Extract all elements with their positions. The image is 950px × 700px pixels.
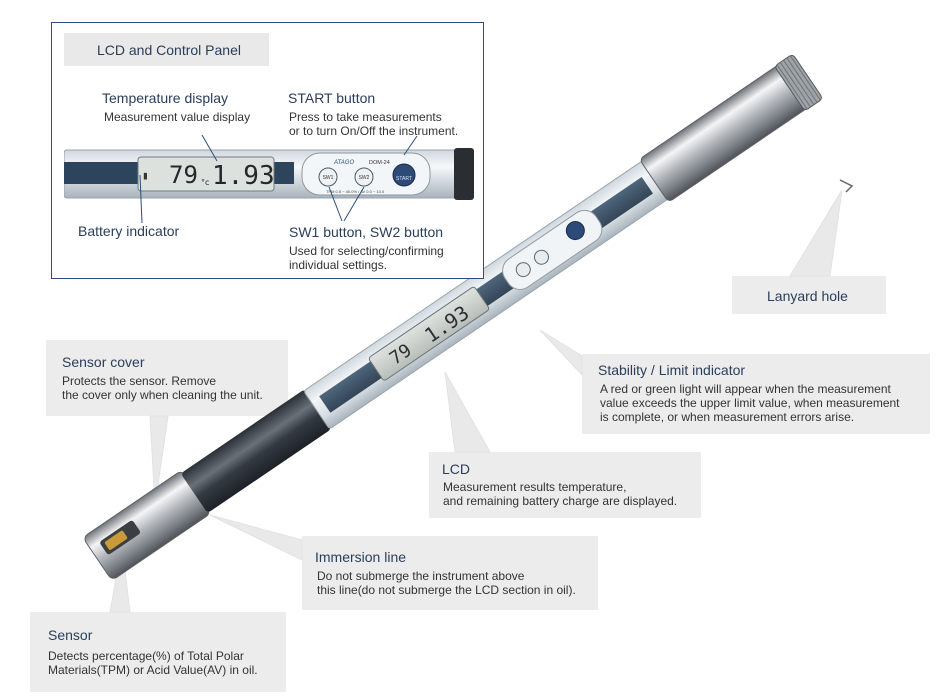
immersion-line-desc: Do not submerge the instrument above thi… — [317, 569, 576, 597]
instrument-body: 79 1.93 — [84, 54, 822, 579]
inset-pointers — [139, 134, 418, 224]
sw1-button[interactable] — [318, 167, 338, 187]
lanyard-hole-callout — [732, 276, 886, 314]
sensor-cover-title: Sensor cover — [62, 354, 145, 370]
sensor-title: Sensor — [48, 627, 93, 643]
lcd-value: 1.93 — [212, 161, 275, 191]
stability-title: Stability / Limit indicator — [598, 362, 746, 378]
stability-desc: A red or green light will appear when th… — [600, 382, 900, 424]
model-label: DOM-24 — [369, 160, 390, 166]
sw-buttons-desc: Used for selecting/confirming individual… — [289, 244, 444, 272]
immersion-line-callout — [302, 536, 598, 610]
temperature-display-title: Temperature display — [102, 90, 229, 106]
device-closeup: ▮ 79 °c 1.93 ATAGO DOM-24 SW1 SW2 START … — [64, 148, 474, 200]
temperature-display-desc: Measurement value display — [104, 110, 251, 124]
lanyard-loop — [839, 179, 854, 193]
lanyard-hole-title: Lanyard hole — [767, 288, 848, 304]
start-label: START — [396, 176, 412, 182]
lcd-temperature-unit: °c — [201, 178, 209, 187]
battery-icon: ▮ — [142, 169, 149, 182]
immersion-line-title: Immersion line — [315, 549, 407, 565]
inset-header: LCD and Control Panel — [64, 33, 269, 66]
start-button-desc: Press to take measurements or to turn On… — [289, 110, 459, 138]
sensor-cover-desc: Protects the sensor. Remove the cover on… — [62, 374, 263, 402]
battery-indicator-title: Battery indicator — [78, 223, 180, 239]
range-label: TPM 0.5 ~ 40.0% / AV 0.0 ~ 10.0 — [326, 189, 385, 194]
sensor-desc: Detects percentage(%) of Total Polar Mat… — [48, 649, 258, 677]
sw2-label: SW2 — [359, 175, 370, 181]
sw2-button[interactable] — [354, 167, 374, 187]
lcd-callout — [429, 452, 701, 518]
lcd-control-panel-inset: LCD and Control Panel Temperature displa… — [51, 22, 484, 279]
brand-logo: ATAGO — [333, 160, 354, 166]
callout-pointers — [109, 189, 843, 613]
lcd-title: LCD — [442, 461, 471, 477]
stability-callout — [582, 354, 930, 434]
lcd-desc: Measurement results temperature, and rem… — [443, 480, 678, 508]
start-button-title: START button — [288, 90, 376, 106]
sensor-callout — [30, 612, 286, 692]
lcd-temperature: 79 — [169, 161, 198, 189]
inset-header-title: LCD and Control Panel — [97, 42, 241, 58]
sw-buttons-title: SW1 button, SW2 button — [289, 224, 444, 240]
sw1-label: SW1 — [323, 175, 334, 181]
sensor-cover-callout — [46, 340, 288, 416]
start-button[interactable] — [392, 163, 416, 187]
